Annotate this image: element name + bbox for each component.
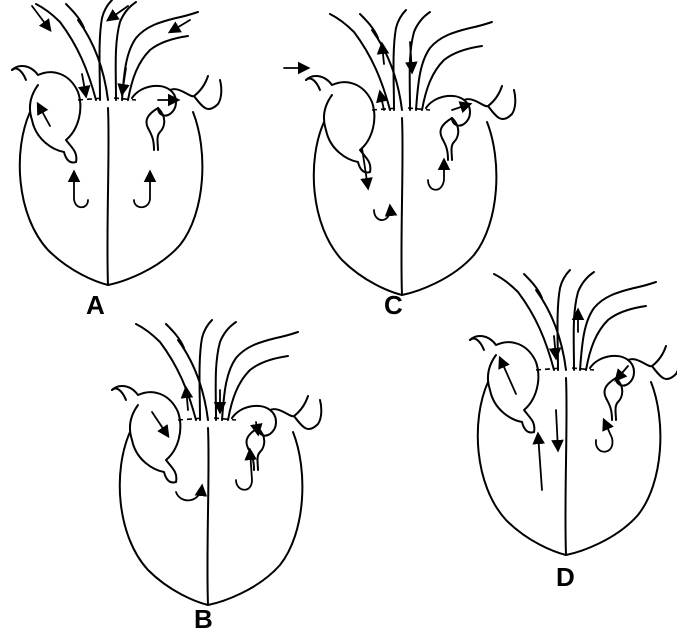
- panel-label-a: A: [86, 290, 105, 320]
- panel-a-heart: [12, 0, 221, 285]
- panel-label-d: D: [556, 562, 575, 592]
- panel-d-heart: [470, 270, 677, 555]
- panel-label-c: C: [384, 290, 403, 320]
- panel-label-b: B: [194, 604, 213, 634]
- panel-c-heart: [284, 10, 515, 295]
- panel-b-heart: [112, 320, 321, 605]
